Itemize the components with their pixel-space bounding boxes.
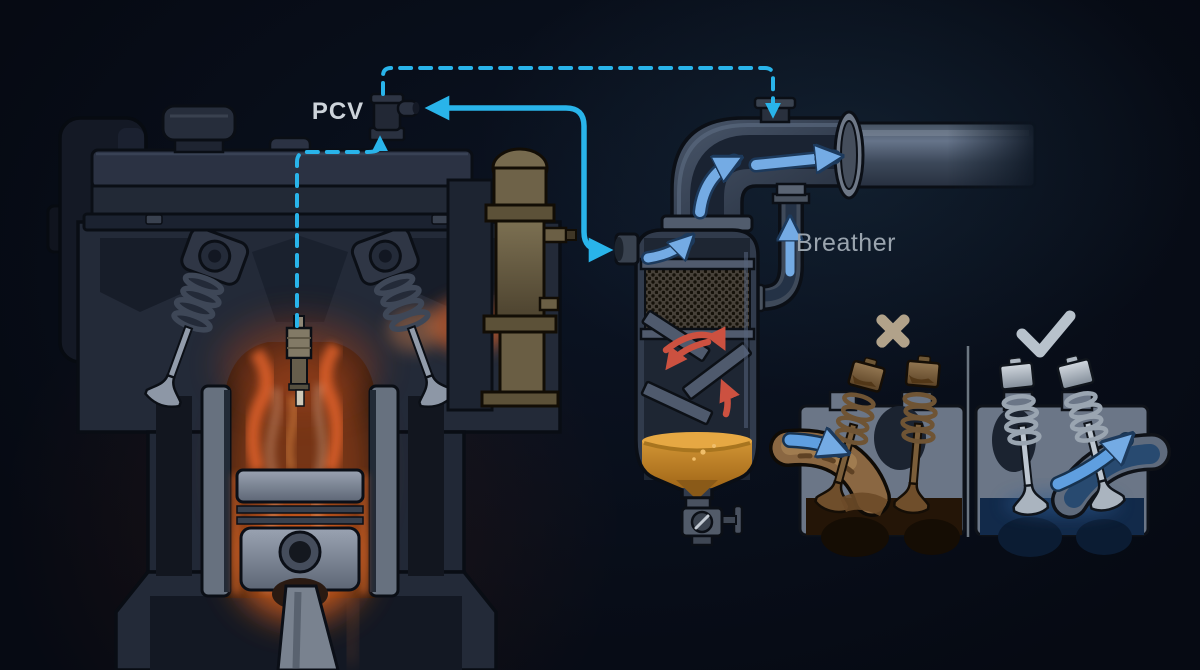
- check-mark-icon: [1016, 310, 1076, 358]
- inlet-port: [614, 232, 640, 266]
- oil-filler-cap: [161, 104, 237, 154]
- collected-oil: [642, 432, 752, 500]
- flow-arrows: [641, 157, 834, 277]
- separator-to-pcv-hose-line: [424, 95, 614, 263]
- piston: [234, 468, 366, 610]
- crankcase-to-pcv-dashed-line: [295, 135, 388, 328]
- breather-label: Breather: [796, 229, 896, 257]
- dirty-valves-panel: [769, 314, 966, 557]
- clean-outlet-arrow: [1050, 440, 1126, 492]
- valve-comparison-inset: [769, 310, 1171, 557]
- clean-valves-panel: [974, 310, 1171, 557]
- pcv-to-port-dashed-line: [381, 66, 781, 119]
- pcv-valve: [368, 92, 420, 142]
- pcv-label: PCV: [312, 98, 364, 125]
- cylinder-liners: [200, 384, 400, 598]
- vacuum-dashed-lines: [295, 66, 781, 328]
- dirty-inlet-arrow: [782, 440, 840, 450]
- drain-valve: [680, 496, 744, 547]
- valve-cover: [82, 136, 482, 232]
- cross-mark-icon: [876, 314, 910, 348]
- swirl-arrows: [662, 326, 740, 418]
- engine-cutaway: [46, 104, 577, 670]
- intake-pipe: [848, 121, 1037, 189]
- connecting-rod: [276, 584, 340, 670]
- oil-separator-catch-can: [614, 214, 760, 547]
